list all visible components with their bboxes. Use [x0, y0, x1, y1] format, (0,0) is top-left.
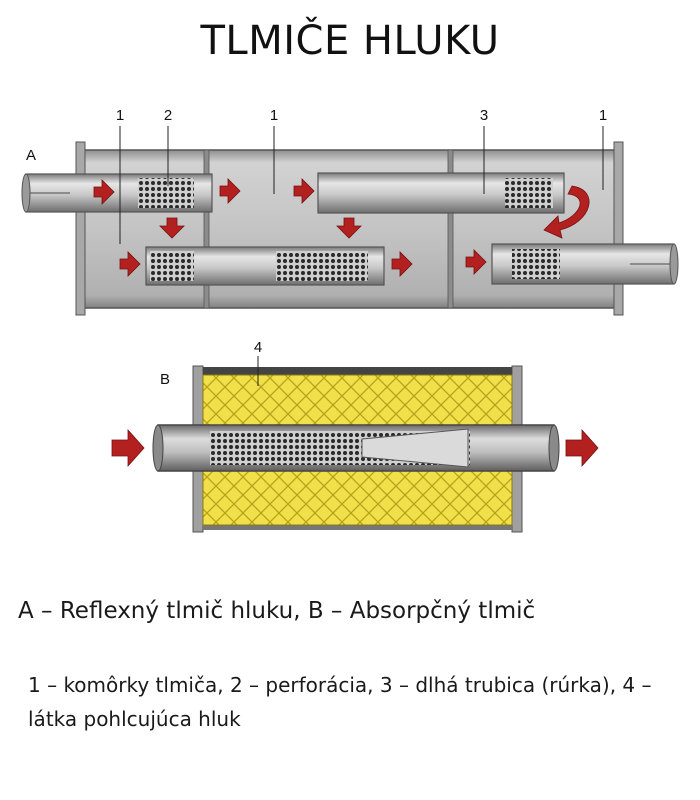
through-pipe — [152, 424, 560, 472]
callout-label: 1 — [116, 107, 124, 124]
perforation-area — [150, 251, 194, 281]
perforation-area — [512, 249, 560, 279]
flow-arrow-icon — [391, 251, 413, 277]
reflex-muffler: A — [21, 107, 679, 316]
muffler-diagram: A — [21, 107, 679, 533]
flow-arrow-icon — [93, 179, 115, 205]
diagram-caption: A – Reflexný tlmič hluku, B – Absorpčný … — [18, 598, 536, 624]
absorption-muffler: B 4 — [111, 339, 599, 533]
inner-cone — [361, 428, 469, 468]
flow-arrow-curved-icon — [543, 185, 590, 239]
inlet-pipe — [21, 173, 213, 213]
callout-label: 2 — [164, 107, 172, 124]
baffle-right — [447, 149, 454, 309]
long-tube — [317, 172, 565, 214]
flow-arrow-down-icon — [159, 217, 185, 239]
diagram-b-letter: B — [160, 371, 170, 388]
callout-label: 4 — [254, 339, 262, 356]
perforation-area — [505, 178, 553, 208]
diagram-a-letter: A — [26, 147, 36, 164]
outlet-pipe — [491, 243, 679, 285]
flow-arrow-icon — [293, 178, 315, 204]
flow-arrow-down-icon — [336, 217, 362, 239]
flow-arrow-icon — [111, 428, 145, 468]
callout-label: 1 — [599, 107, 607, 124]
flow-arrow-icon — [119, 251, 141, 277]
legend-text: 1 – komôrky tlmiča, 2 – perforácia, 3 – … — [28, 673, 652, 731]
callout-label: 3 — [480, 107, 488, 124]
flow-arrow-icon — [465, 249, 487, 275]
middle-tube — [145, 246, 385, 286]
baffle-left — [203, 149, 210, 309]
flow-arrow-icon — [565, 428, 599, 468]
perforation-area — [138, 178, 194, 208]
flow-arrow-icon — [219, 178, 241, 204]
page-title: TLMIČE HLUKU — [200, 18, 500, 64]
callout-label: 1 — [270, 107, 278, 124]
perforation-area — [276, 251, 368, 281]
